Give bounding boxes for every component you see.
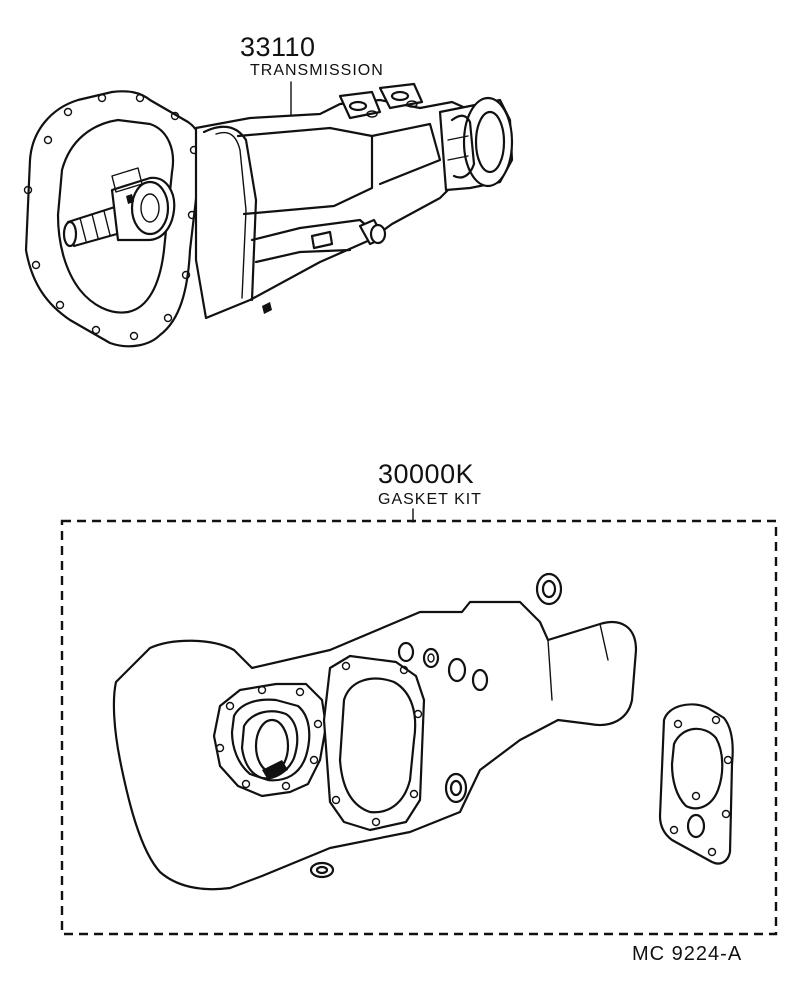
transmission-icon[interactable] — [23, 81, 514, 348]
transmission-part-name: TRANSMISSION — [250, 62, 384, 79]
gasket-kit-part-name: GASKET KIT — [378, 491, 482, 508]
gasket-kit-part-number[interactable]: 30000K — [378, 459, 475, 489]
transmission-part-number[interactable]: 33110 — [240, 32, 316, 62]
gasket-kit-icon[interactable] — [60, 508, 778, 936]
diagram-code: MC 9224-A — [632, 943, 743, 965]
